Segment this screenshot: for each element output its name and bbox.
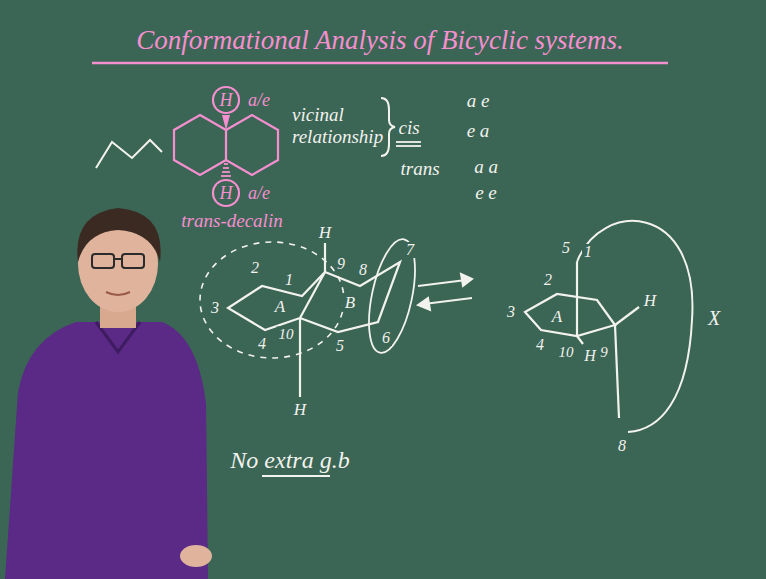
double-underline (396, 145, 421, 147)
chalk-label: 2 (249, 260, 261, 276)
chalk-stroke (224, 163, 228, 165)
chalk-stroke (576, 262, 578, 336)
chalk-label: 9 (335, 256, 347, 272)
chalk-stroke (324, 243, 326, 272)
chalk-label: vicinal relationship (290, 104, 382, 148)
chalk-label: 2 (542, 272, 554, 288)
chalk-label: No extra g.b (228, 448, 351, 472)
chalk-stroke (461, 274, 472, 286)
chalk-stroke (418, 298, 430, 310)
chalk-label: a e (465, 91, 492, 110)
chalk-stroke (92, 254, 114, 268)
chalk-label: 10 (277, 327, 296, 342)
equilibrium-arrows (418, 274, 472, 310)
chalk-label: 1 (283, 272, 295, 288)
double-underline (396, 141, 421, 143)
chalk-label: trans-decalin (179, 211, 284, 230)
lecture-title: Conformational Analysis of Bicyclic syst… (134, 27, 626, 54)
chalk-label: 3 (505, 304, 517, 320)
chalk-label: 1 (582, 244, 594, 260)
chalk-label: H (292, 401, 308, 418)
chalk-stroke (221, 175, 231, 177)
chalk-stroke (114, 258, 122, 260)
chalk-stroke (577, 336, 583, 344)
chalk-label: e e (473, 183, 499, 202)
note-underline (262, 475, 330, 477)
chalk-stroke (213, 87, 239, 113)
dashed-ring-outline (200, 242, 344, 358)
chalk-label: 4 (534, 337, 546, 353)
pink-decalin (174, 87, 278, 206)
chalk-label: H (582, 348, 598, 364)
lecturer (5, 208, 212, 579)
decalin-chair (228, 243, 400, 397)
ring-flap-outline (360, 235, 423, 357)
chalk-label: e a (465, 121, 492, 140)
chalk-label: H (642, 292, 658, 309)
chalk-stroke (418, 280, 466, 286)
chalk-stroke (174, 115, 226, 175)
chalk-stroke (222, 171, 230, 173)
chalk-stroke (615, 307, 639, 325)
chalk-label: trans (398, 159, 441, 178)
chalk-label: X (706, 308, 722, 328)
chalk-label: 6 (380, 330, 392, 346)
chalk-label: A (273, 298, 287, 315)
wedge-bond (222, 115, 230, 130)
chalk-stroke (525, 294, 615, 336)
chalk-stroke (77, 208, 160, 262)
chalk-stroke (299, 318, 301, 397)
chalk-label: H (218, 91, 235, 109)
chalk-stroke (615, 325, 619, 418)
chalk-label: A (550, 308, 564, 325)
chalk-stroke (106, 292, 130, 295)
chalk-label: 8 (357, 262, 369, 278)
title-underline (92, 62, 668, 65)
chalk-label: 4 (256, 336, 268, 352)
chalk-stroke (5, 322, 208, 579)
chalk-stroke (226, 115, 278, 175)
chalk-stroke (122, 254, 144, 268)
chalk-stroke (300, 262, 400, 332)
chalk-stroke (577, 221, 692, 432)
chalk-label: cis (396, 118, 421, 137)
chalk-label: 5 (334, 338, 346, 354)
chalk-stroke (213, 180, 239, 206)
chalk-label: 9 (598, 345, 610, 360)
hash-bond (221, 164, 231, 176)
chalk-label: 8 (616, 438, 628, 454)
chalk-label: 10 (557, 345, 576, 360)
chalk-stroke (424, 298, 472, 304)
chalk-label: H (218, 184, 235, 202)
chalk-label: H (317, 224, 333, 241)
chalk-label: a/e (246, 184, 272, 202)
chalk-label: 7 (404, 242, 416, 258)
ring-a-chair (525, 221, 692, 432)
chalk-stroke (223, 167, 229, 169)
chalk-label: B (343, 294, 357, 311)
chalk-zigzag (96, 140, 162, 168)
chalk-stroke (180, 545, 212, 567)
chalk-label: a a (472, 157, 500, 176)
chalk-label: 5 (560, 240, 572, 256)
chalk-label: a/e (246, 91, 272, 109)
chalk-label: 3 (209, 300, 221, 316)
